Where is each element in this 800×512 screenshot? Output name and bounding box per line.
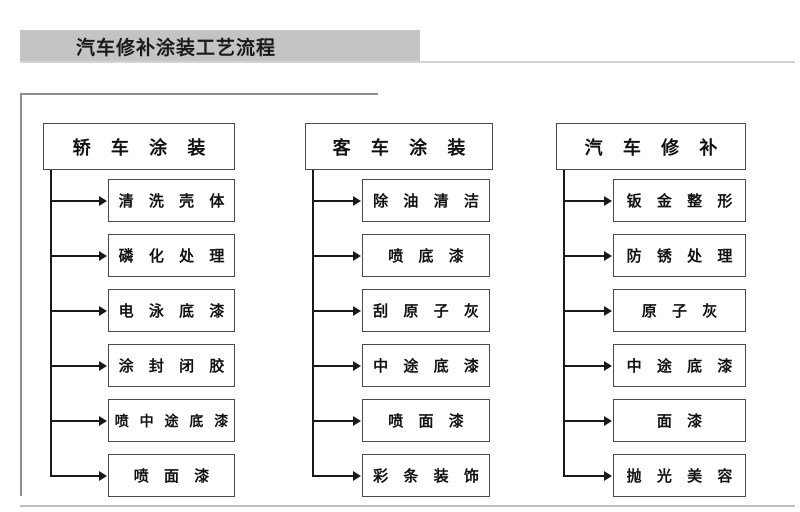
process-step-label: 钣 金 整 形 bbox=[626, 192, 738, 210]
arrow-right-icon bbox=[353, 360, 361, 371]
process-step-box[interactable]: 磷 化 处 理 bbox=[108, 234, 235, 277]
arrow-right-icon bbox=[99, 305, 107, 316]
process-step-label: 中 途 底 漆 bbox=[373, 357, 484, 375]
connector-branch bbox=[50, 254, 100, 257]
process-step-box[interactable]: 彩 条 装 饰 bbox=[362, 454, 490, 497]
arrow-right-icon bbox=[604, 195, 612, 206]
arrow-right-icon bbox=[604, 360, 612, 371]
arrow-right-icon bbox=[99, 360, 107, 371]
process-step-box[interactable]: 清 洗 壳 体 bbox=[108, 179, 235, 222]
process-step-label: 喷 中 途 底 漆 bbox=[114, 413, 232, 430]
process-step-label: 原 子 灰 bbox=[641, 302, 723, 320]
process-step-box[interactable]: 喷 面 漆 bbox=[362, 399, 490, 442]
process-step-label: 电 泳 底 漆 bbox=[118, 302, 230, 320]
arrow-right-icon bbox=[353, 470, 361, 481]
frame-top-border bbox=[20, 93, 378, 95]
connector-branch bbox=[50, 419, 100, 422]
process-step-box[interactable]: 原 子 灰 bbox=[613, 289, 746, 332]
connector-branch bbox=[50, 309, 100, 312]
column-header-box-sedan-painting[interactable]: 轿 车 涂 装 bbox=[43, 123, 235, 170]
process-step-label: 彩 条 装 饰 bbox=[373, 467, 484, 485]
page-title-band: 汽车修补涂装工艺流程 bbox=[20, 30, 420, 62]
connector-branch bbox=[563, 364, 605, 367]
process-step-label: 涂 封 闭 胶 bbox=[118, 357, 230, 375]
arrow-right-icon bbox=[604, 415, 612, 426]
connector-trunk-auto-refinish bbox=[563, 170, 565, 476]
process-step-box[interactable]: 喷 面 漆 bbox=[108, 454, 235, 497]
column-header-box-auto-refinish[interactable]: 汽 车 修 补 bbox=[556, 123, 746, 170]
process-step-box[interactable]: 涂 封 闭 胶 bbox=[108, 344, 235, 387]
process-step-label: 喷 面 漆 bbox=[133, 467, 215, 485]
process-step-box[interactable]: 钣 金 整 形 bbox=[613, 179, 746, 222]
column-header-label: 轿 车 涂 装 bbox=[72, 137, 213, 159]
process-step-box[interactable]: 防 锈 处 理 bbox=[613, 234, 746, 277]
connector-trunk-sedan-painting bbox=[50, 170, 52, 476]
process-step-box[interactable]: 喷 底 漆 bbox=[362, 234, 490, 277]
process-step-label: 清 洗 壳 体 bbox=[118, 192, 230, 210]
connector-branch bbox=[312, 364, 354, 367]
process-step-box[interactable]: 电 泳 底 漆 bbox=[108, 289, 235, 332]
title-underline-rule bbox=[20, 61, 795, 63]
connector-branch bbox=[563, 474, 605, 477]
column-header-box-bus-painting[interactable]: 客 车 涂 装 bbox=[305, 123, 493, 170]
process-step-label: 中 途 底 漆 bbox=[626, 357, 738, 375]
process-step-label: 喷 底 漆 bbox=[388, 247, 469, 265]
arrow-right-icon bbox=[604, 250, 612, 261]
column-header-label: 客 车 涂 装 bbox=[332, 137, 473, 159]
process-step-box[interactable]: 除 油 清 洁 bbox=[362, 179, 490, 222]
process-step-label: 刮 原 子 灰 bbox=[373, 302, 484, 320]
process-step-label: 磷 化 处 理 bbox=[118, 247, 230, 265]
connector-branch bbox=[312, 474, 354, 477]
connector-branch bbox=[563, 309, 605, 312]
process-step-label: 面 漆 bbox=[656, 412, 708, 430]
connector-branch bbox=[563, 419, 605, 422]
frame-left-border bbox=[20, 93, 22, 496]
page-title: 汽车修补涂装工艺流程 bbox=[76, 36, 277, 59]
connector-branch bbox=[50, 474, 100, 477]
arrow-right-icon bbox=[99, 470, 107, 481]
page-bottom-rule bbox=[20, 505, 795, 507]
process-step-label: 除 油 清 洁 bbox=[373, 192, 484, 210]
connector-branch bbox=[312, 254, 354, 257]
arrow-right-icon bbox=[353, 195, 361, 206]
arrow-right-icon bbox=[604, 470, 612, 481]
connector-branch bbox=[563, 199, 605, 202]
process-step-label: 抛 光 美 容 bbox=[626, 467, 738, 485]
process-step-box[interactable]: 中 途 底 漆 bbox=[613, 344, 746, 387]
connector-branch bbox=[563, 254, 605, 257]
connector-trunk-bus-painting bbox=[312, 170, 314, 476]
arrow-right-icon bbox=[99, 195, 107, 206]
connector-branch bbox=[312, 419, 354, 422]
arrow-right-icon bbox=[99, 415, 107, 426]
process-step-box[interactable]: 抛 光 美 容 bbox=[613, 454, 746, 497]
connector-branch bbox=[50, 364, 100, 367]
arrow-right-icon bbox=[604, 305, 612, 316]
process-step-label: 防 锈 处 理 bbox=[626, 247, 738, 265]
arrow-right-icon bbox=[99, 250, 107, 261]
process-step-box[interactable]: 中 途 底 漆 bbox=[362, 344, 490, 387]
arrow-right-icon bbox=[353, 250, 361, 261]
process-step-label: 喷 面 漆 bbox=[388, 412, 469, 430]
connector-branch bbox=[312, 199, 354, 202]
column-header-label: 汽 车 修 补 bbox=[584, 137, 725, 159]
process-step-box[interactable]: 刮 原 子 灰 bbox=[362, 289, 490, 332]
arrow-right-icon bbox=[353, 415, 361, 426]
arrow-right-icon bbox=[353, 305, 361, 316]
process-step-box[interactable]: 面 漆 bbox=[613, 399, 746, 442]
process-step-box[interactable]: 喷 中 途 底 漆 bbox=[108, 399, 235, 442]
connector-branch bbox=[312, 309, 354, 312]
connector-branch bbox=[50, 199, 100, 202]
